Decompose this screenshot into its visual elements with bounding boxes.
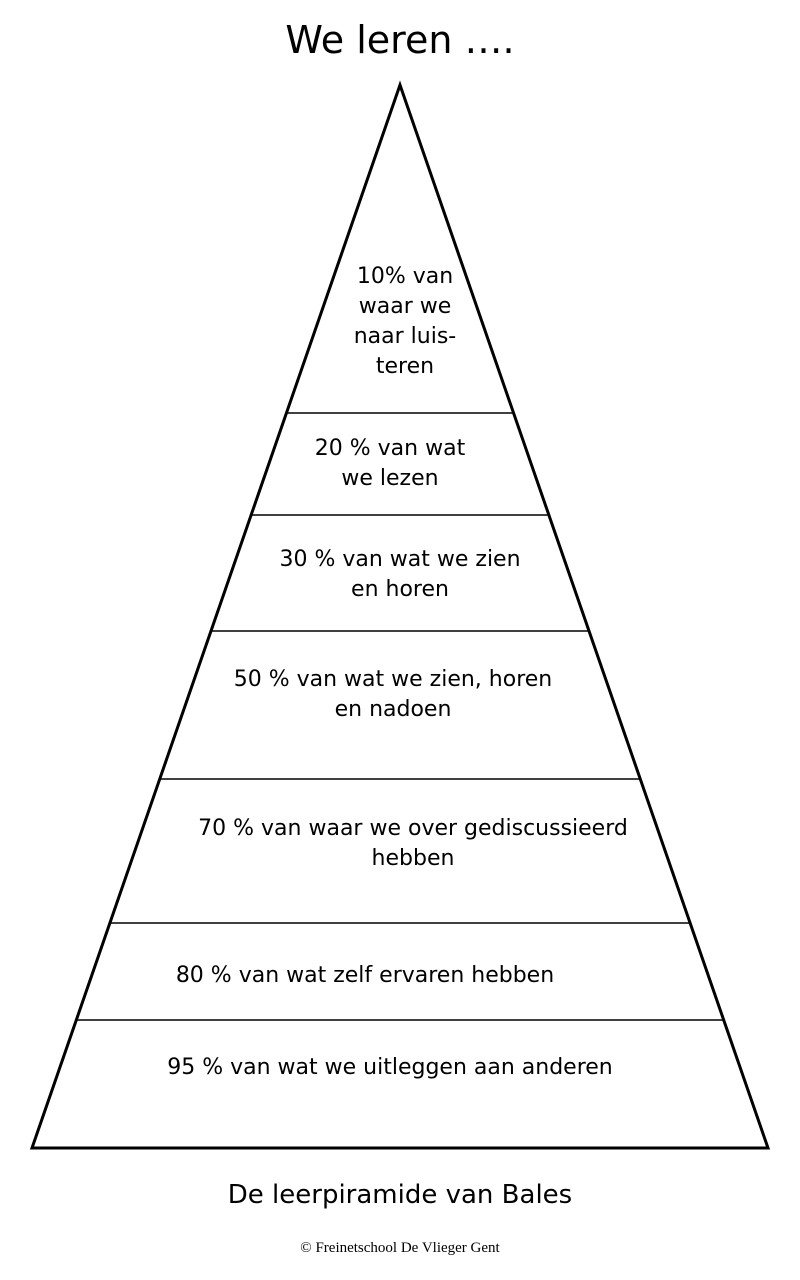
tier-label-7: 95 % van wat we uitleggen aan anderen <box>167 1055 613 1080</box>
tier-label-line: en nadoen <box>335 697 452 722</box>
tier-label-line: 50 % van wat we zien, horen <box>234 667 553 692</box>
copyright-notice: © Freinetschool De Vlieger Gent <box>300 1240 500 1256</box>
tier-label-5: 70 % van waar we over gediscussieerd hebb… <box>198 816 628 871</box>
tier-label-line: hebben <box>372 846 455 871</box>
tier-label-line: 10% van <box>357 264 453 289</box>
tier-label-line: en horen <box>351 577 449 602</box>
tier-label-line: 80 % van wat zelf ervaren hebben <box>176 963 554 988</box>
tier-label-line: 95 % van wat we uitleggen aan anderen <box>167 1055 613 1080</box>
tier-label-3: 30 % van wat we zien en horen <box>279 547 520 602</box>
tier-label-line: 30 % van wat we zien <box>279 547 520 572</box>
tier-label-6: 80 % van wat zelf ervaren hebben <box>176 963 554 988</box>
diagram-caption: De leerpiramide van Bales <box>227 1180 573 1210</box>
tier-label-line: teren <box>376 354 434 379</box>
pyramid-outline <box>29 80 771 1150</box>
tier-label-4: 50 % van wat we zien, horen en nadoen <box>234 667 553 722</box>
tier-label-1: 10% van waar we naar luis-teren <box>354 264 457 379</box>
tier-labels: 10% van waar we naar luis-teren 20 % van wa… <box>167 264 628 1080</box>
tier-label-2: 20 % van wat we lezen <box>315 436 466 491</box>
tier-label-line: 70 % van waar we over gediscussieerd <box>198 816 628 841</box>
tier-label-line: waar we <box>359 294 452 319</box>
page-title: We leren …. <box>285 18 515 62</box>
tier-label-line: naar luis- <box>354 324 457 349</box>
tier-label-line: 20 % van wat <box>315 436 466 461</box>
tier-label-line: we lezen <box>341 466 438 491</box>
tier-dividers <box>76 412 724 1021</box>
